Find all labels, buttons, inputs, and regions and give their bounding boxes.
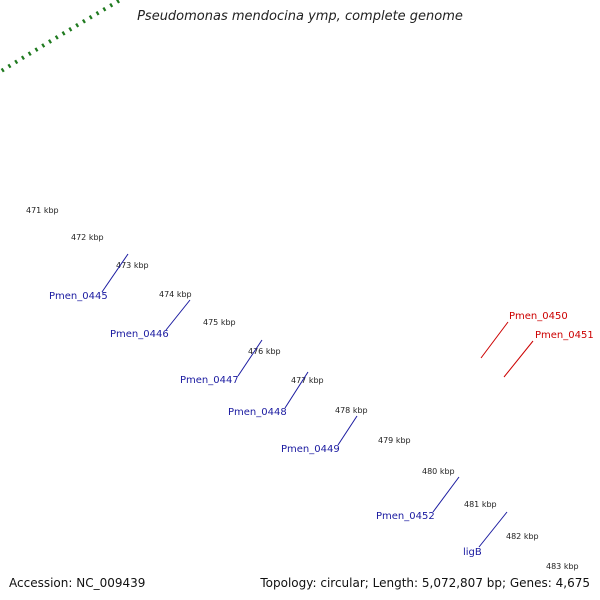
gene-label-group: ligB bbox=[463, 511, 508, 558]
gene-label-group: Pmen_0446 bbox=[110, 299, 191, 340]
gene-leader-line bbox=[480, 321, 509, 359]
gene-label-group: Pmen_0449 bbox=[281, 415, 358, 455]
inner-tick-ring-dot bbox=[7, 63, 12, 69]
tick-label: 480 kbp bbox=[422, 467, 455, 476]
gene-label: Pmen_0448 bbox=[228, 407, 287, 418]
gene-label-group: Pmen_0445 bbox=[49, 253, 129, 302]
gene-label: Pmen_0450 bbox=[509, 311, 568, 322]
gene-label-group: Pmen_0450 bbox=[480, 311, 568, 359]
gene-leader-line bbox=[237, 339, 263, 377]
inner-tick-ring-dot bbox=[14, 59, 19, 65]
inner-tick-ring-dot bbox=[48, 39, 52, 44]
tick-label: 476 kbp bbox=[248, 347, 281, 356]
gene-label-group: Pmen_0448 bbox=[228, 371, 309, 418]
tick-label: 472 kbp bbox=[71, 233, 104, 242]
gene-label: Pmen_0452 bbox=[376, 511, 435, 522]
inner-tick-ring-dot bbox=[116, 0, 120, 4]
tick-label: 473 kbp bbox=[116, 261, 149, 270]
inner-tick-ring-dot bbox=[61, 31, 66, 36]
gene-leader-line bbox=[503, 340, 534, 378]
inner-tick-ring-dot bbox=[95, 10, 100, 16]
genome-backbone bbox=[0, 0, 399, 326]
tick-label: 477 kbp bbox=[291, 376, 324, 385]
gene-leader-line bbox=[101, 253, 129, 293]
inner-tick-ring bbox=[0, 0, 120, 73]
gene-leader-line bbox=[478, 511, 508, 548]
tick-label: 482 kbp bbox=[506, 532, 539, 541]
inner-tick-ring-dot bbox=[88, 14, 93, 20]
gene-label: Pmen_0447 bbox=[180, 375, 239, 386]
outer-major-ticks bbox=[0, 0, 348, 267]
inner-tick-ring-dot bbox=[68, 27, 73, 32]
outer-tick-ring bbox=[0, 0, 359, 266]
accession-label: Accession: NC_009439 bbox=[9, 576, 146, 590]
inner-tick-ring-dot bbox=[27, 51, 32, 56]
gene-label: Pmen_0445 bbox=[49, 291, 108, 302]
gene-label: Pmen_0449 bbox=[281, 444, 340, 455]
tick-label: 479 kbp bbox=[378, 436, 411, 445]
inner-tick-ring-dot bbox=[41, 43, 46, 48]
inner-tick-ring-dot bbox=[102, 6, 107, 12]
tick-label: 483 kbp bbox=[546, 562, 579, 571]
gene-label: Pmen_0446 bbox=[110, 329, 169, 340]
tick-label: 478 kbp bbox=[335, 406, 368, 415]
tick-label: 471 kbp bbox=[26, 206, 59, 215]
gene-label: Pmen_0451 bbox=[535, 330, 594, 341]
inner-tick-ring-dot bbox=[109, 2, 114, 8]
inner-tick-ring-dot bbox=[54, 35, 59, 40]
gene-leader-line bbox=[432, 476, 460, 513]
inner-tick-ring-dot bbox=[20, 55, 25, 61]
gene-leader-line bbox=[284, 371, 309, 409]
map-title: Pseudomonas mendocina ymp, complete geno… bbox=[137, 9, 463, 24]
tick-label: 481 kbp bbox=[464, 500, 497, 509]
genome-summary: Topology: circular; Length: 5,072,807 bp… bbox=[260, 576, 590, 590]
gene-label-group: Pmen_0451 bbox=[503, 330, 594, 378]
gene-label-group: Pmen_0452 bbox=[376, 476, 460, 522]
tick-label: 474 kbp bbox=[159, 290, 192, 299]
gene-label-group: Pmen_0447 bbox=[180, 339, 263, 386]
gene-leader-line bbox=[337, 415, 358, 446]
tick-label: 475 kbp bbox=[203, 318, 236, 327]
inner-tick-ring-dot bbox=[34, 47, 39, 52]
inner-tick-ring-dot bbox=[81, 18, 86, 24]
inner-tick-ring-dot bbox=[75, 22, 80, 28]
gene-label: ligB bbox=[463, 547, 482, 558]
gene-leader-line bbox=[165, 299, 191, 331]
inner-tick-ring-dot bbox=[0, 67, 5, 73]
